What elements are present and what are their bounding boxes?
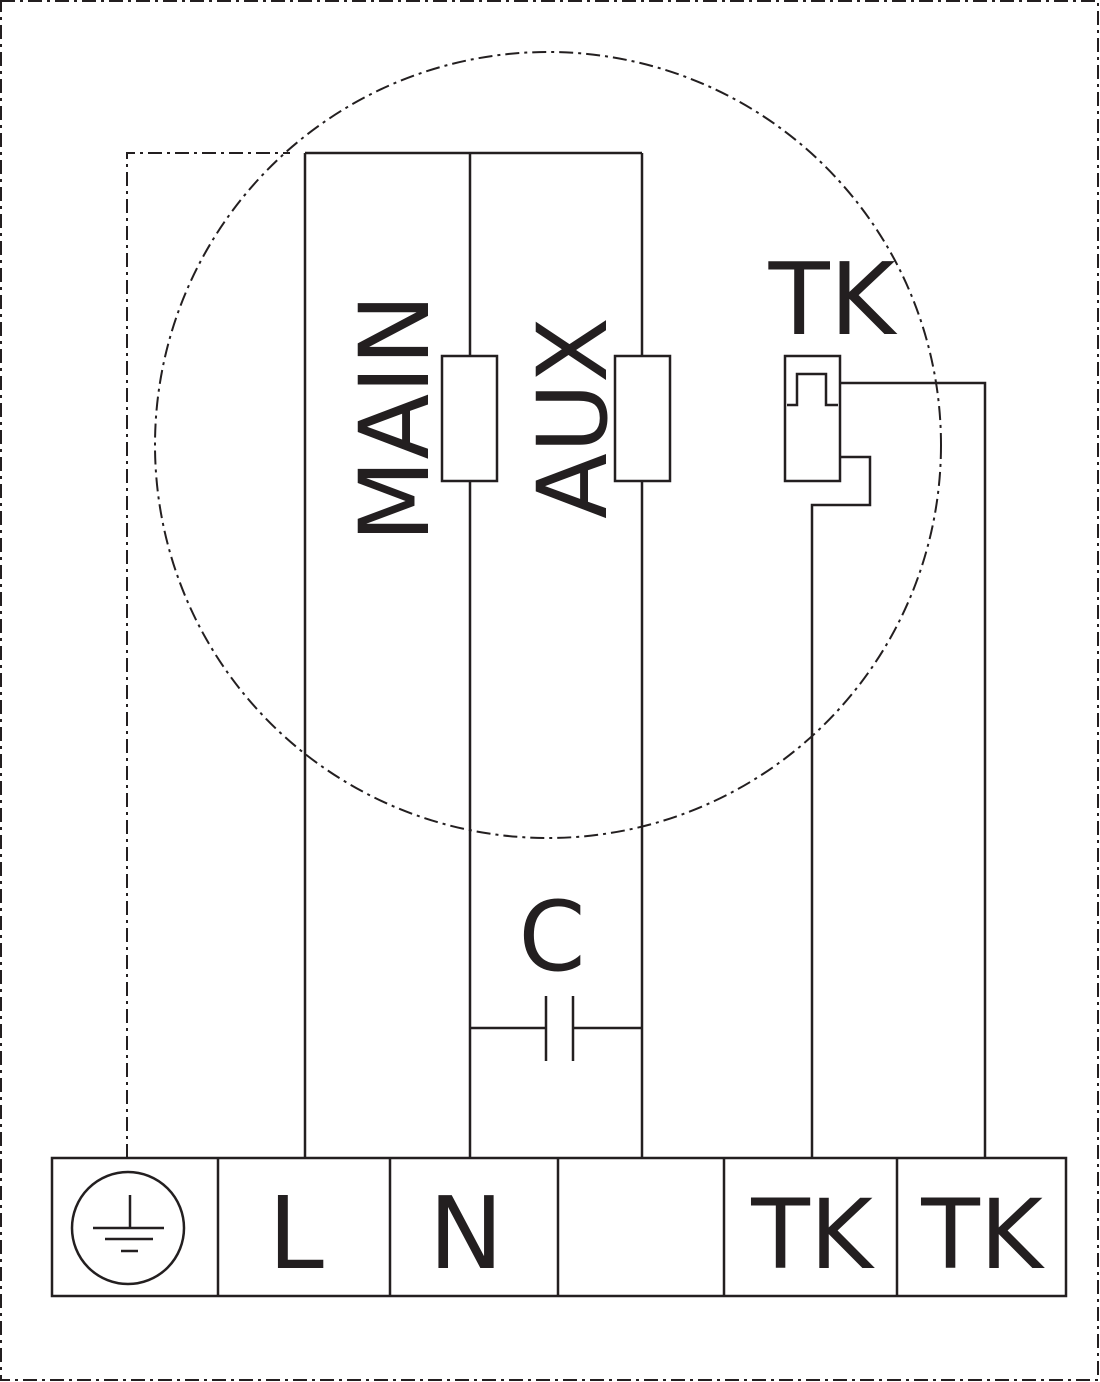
terminal-block xyxy=(50,1156,1068,1298)
ground-icon xyxy=(70,1170,186,1286)
terminal-tk-1: TK xyxy=(750,1179,875,1291)
terminal-n: N xyxy=(429,1175,504,1292)
aux-winding xyxy=(613,354,672,483)
main-label: MAIN xyxy=(339,294,451,543)
ground-wire xyxy=(126,152,290,1158)
terminal-tk-2: TK xyxy=(920,1179,1045,1291)
capacitor xyxy=(470,996,642,1061)
main-winding xyxy=(440,354,499,483)
capacitor-label: C xyxy=(518,881,585,993)
thermal-contact-label: TK xyxy=(768,241,898,358)
aux-label: AUX xyxy=(517,317,629,519)
thermal-contact xyxy=(783,354,987,1158)
motor-outline xyxy=(154,51,942,839)
terminal-l: L xyxy=(268,1175,324,1292)
